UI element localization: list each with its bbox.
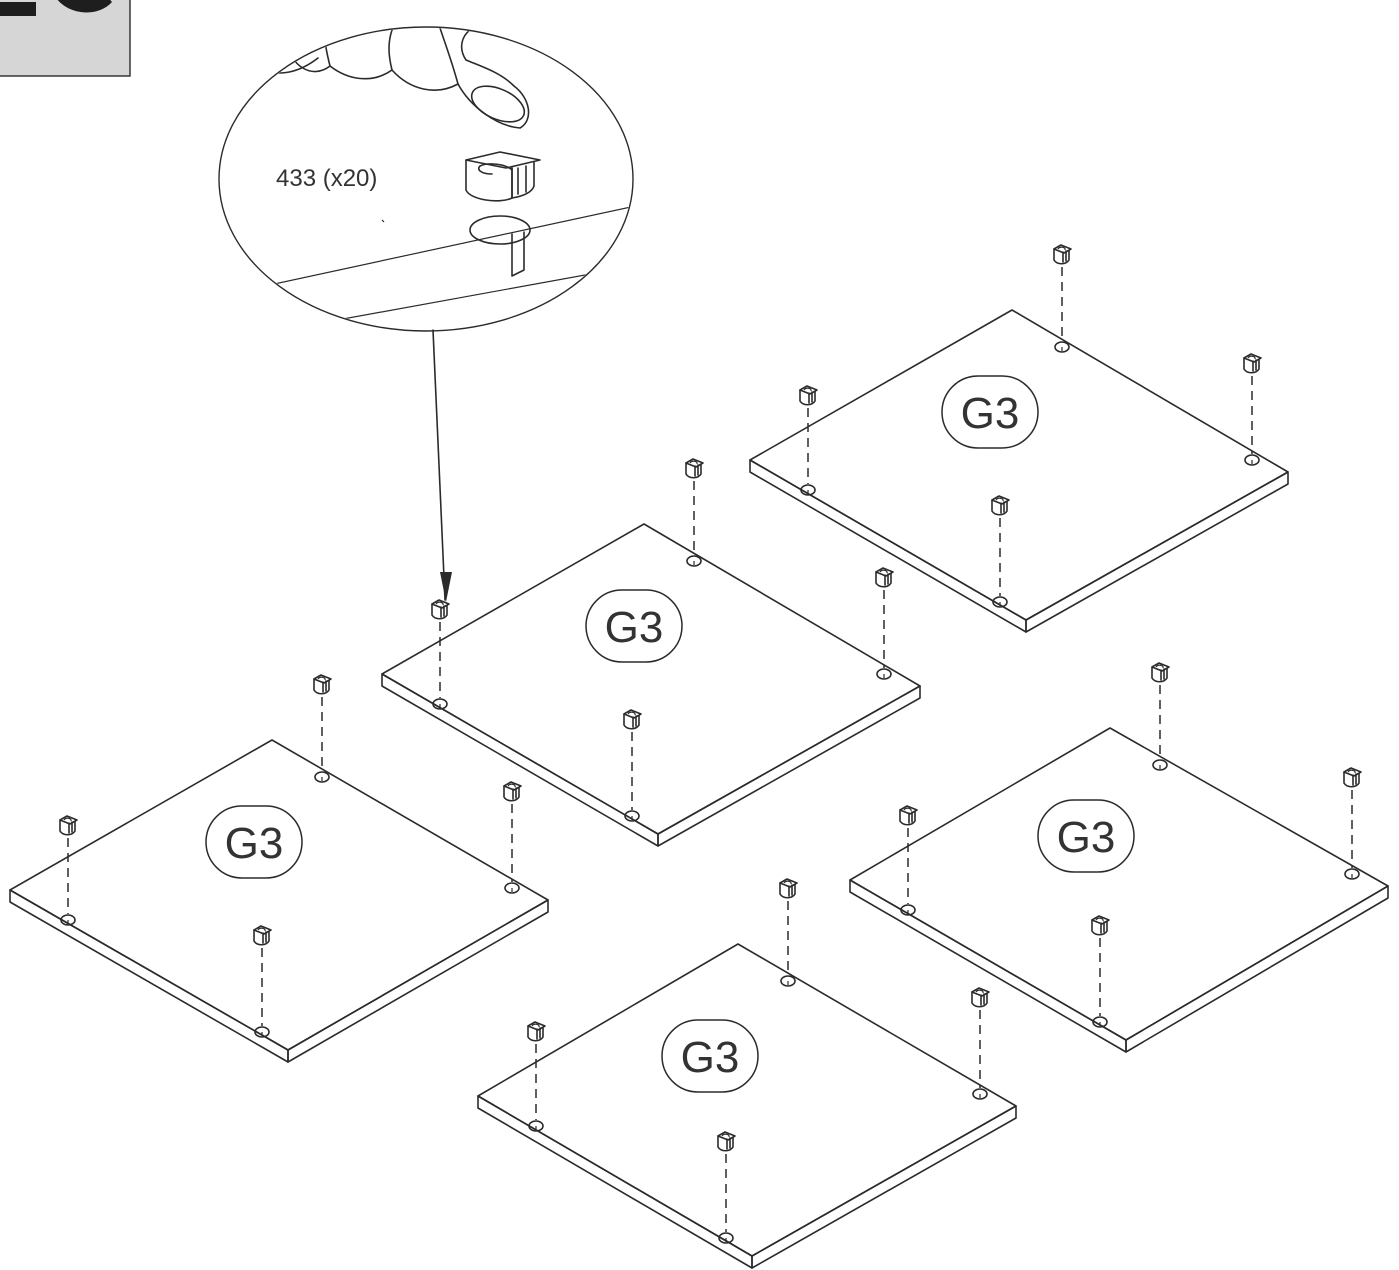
panel-top-face <box>9 739 549 1051</box>
panel-label-pill <box>205 805 303 879</box>
panel-g3: G3 <box>9 674 549 1063</box>
cam-dowel-icon <box>1343 767 1362 788</box>
panel-label: G3 <box>225 819 284 868</box>
dowel-hole <box>1054 341 1070 353</box>
leader-arrowhead <box>440 572 452 602</box>
panel-hole-icon <box>469 215 531 277</box>
panel-g3: G3 <box>381 458 921 847</box>
panel-front-edge <box>849 879 1127 1053</box>
panel-front-edge <box>381 673 659 847</box>
panel-side-edge <box>657 685 921 847</box>
cam-dowel-icon <box>59 815 78 836</box>
hand-press-icon <box>261 28 530 129</box>
panel-top-face <box>477 943 1017 1257</box>
step-badge <box>0 0 131 77</box>
panel-label: G3 <box>681 1033 740 1082</box>
cam-dowel-icon <box>991 495 1010 516</box>
cam-dowel-icon <box>875 567 894 588</box>
cam-dowel-icon <box>1243 353 1262 374</box>
panel-label-pill <box>1037 799 1135 873</box>
cam-dowel-icon <box>253 925 272 946</box>
dowel-hole <box>504 882 520 894</box>
panel-g3: G3 <box>749 244 1289 633</box>
panel-top-face <box>381 523 921 835</box>
dowel-hole <box>432 698 448 710</box>
dowel-hole <box>624 810 640 822</box>
part-label: 433 (x20) <box>276 165 377 192</box>
dowel-hole <box>718 1232 734 1244</box>
cam-dowel-icon <box>1091 915 1110 936</box>
cam-dowel-icon <box>685 458 704 479</box>
dowel-hole <box>60 914 76 926</box>
panel-front-edge <box>9 889 289 1063</box>
cam-dowel-icon <box>1053 244 1072 265</box>
panel-g3: G3 <box>477 878 1017 1269</box>
cam-dowel-icon <box>971 987 990 1008</box>
panel-side-edge <box>1025 471 1289 633</box>
step-number-graphic <box>0 0 112 16</box>
panel-label: G3 <box>1057 813 1116 862</box>
dowel-hole <box>1344 868 1360 880</box>
panel-front-edge <box>477 1095 753 1269</box>
panel-g3: G3 <box>849 662 1389 1053</box>
panel-side-edge <box>287 899 549 1063</box>
cam-dowel-icon <box>313 674 332 695</box>
dowel-hole <box>686 555 702 567</box>
cam-dowel-icon <box>465 151 541 202</box>
cam-dowel-icon <box>799 385 818 406</box>
dowel-hole <box>254 1026 270 1038</box>
dowel-hole <box>972 1088 988 1100</box>
cam-dowel-icon <box>899 805 918 826</box>
panel-label-pill <box>661 1019 759 1093</box>
panel-edge-line-lower <box>220 264 632 330</box>
panel-top-face <box>749 309 1289 621</box>
dowel-hole <box>314 771 330 783</box>
cam-dowel-icon <box>1151 662 1170 683</box>
leader-line <box>432 329 446 601</box>
dowel-hole <box>900 904 916 916</box>
cam-dowel-icon <box>779 878 798 899</box>
dowel-hole <box>780 975 796 987</box>
panel-label: G3 <box>961 389 1020 438</box>
panel-side-edge <box>751 1105 1017 1269</box>
panel-front-edge <box>749 459 1027 633</box>
callout-leader <box>432 329 452 602</box>
panel-side-edge <box>1125 885 1389 1053</box>
cam-dowel-icon <box>527 1021 546 1042</box>
cam-dowel-icon <box>623 709 642 730</box>
cam-dowel-icon <box>717 1131 736 1152</box>
dowel-hole <box>1244 454 1260 466</box>
dowel-hole <box>1092 1016 1108 1028</box>
panel-label: G3 <box>605 603 664 652</box>
dowel-hole <box>800 484 816 496</box>
callout-circle <box>218 26 634 332</box>
dowel-hole <box>528 1120 544 1132</box>
detail-callout: 433 (x20) <box>218 26 634 332</box>
panel-label-pill <box>941 375 1039 449</box>
cam-dowel-icon <box>431 599 450 620</box>
dowel-hole <box>876 668 892 680</box>
small-mark <box>381 219 385 223</box>
cam-dowel-icon <box>503 781 522 802</box>
dowel-hole <box>1152 759 1168 771</box>
dowel-hole <box>992 596 1008 608</box>
panel-top-face <box>849 727 1389 1041</box>
panel-label-pill <box>585 589 683 663</box>
